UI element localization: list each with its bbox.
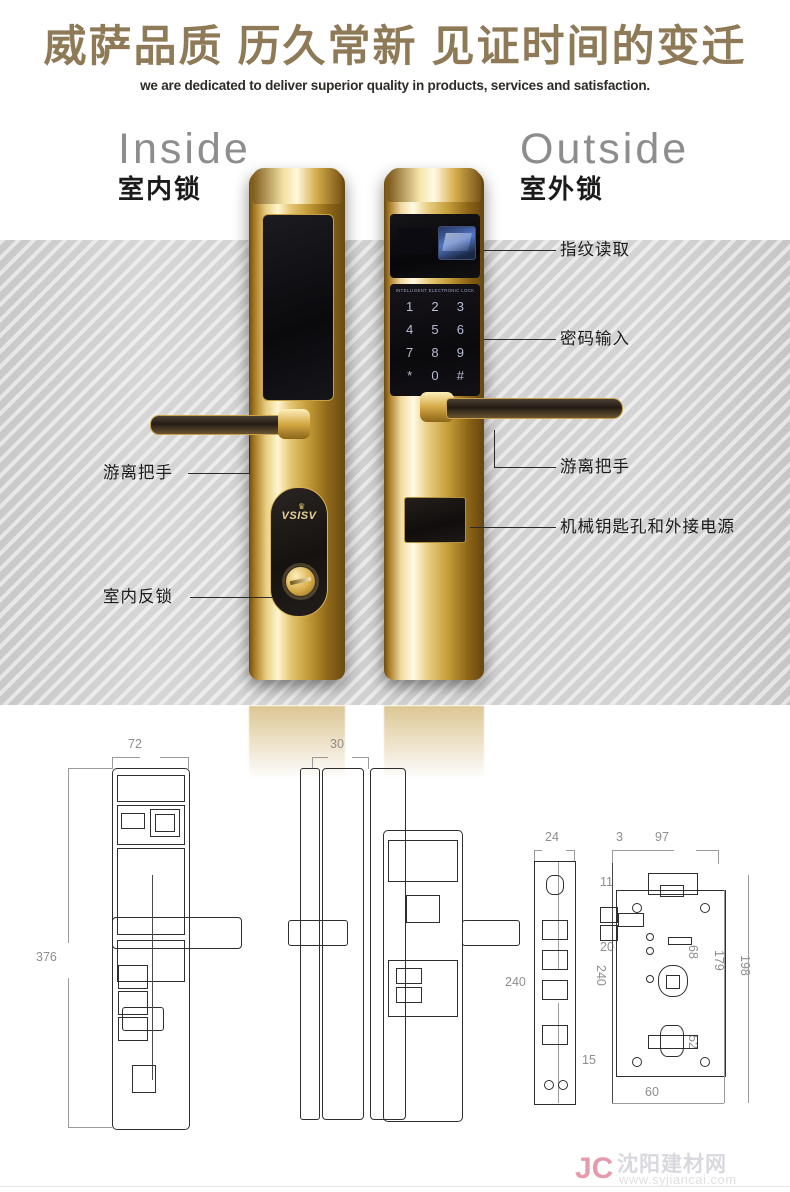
front-view-keypad: [117, 848, 185, 935]
dim-offset-3: 3: [616, 830, 623, 844]
section-label-outside-en: Outside: [520, 125, 690, 173]
key-9[interactable]: 9: [456, 345, 464, 360]
leader-line-keyhole: [470, 527, 556, 528]
page-title: 威萨品质 历久常新 见证时间的变迁: [43, 23, 747, 71]
key-3[interactable]: 3: [456, 299, 464, 314]
page-subtitle: we are dedicated to deliver superior qua…: [140, 78, 650, 93]
callout-deadbolt: 室内反锁: [103, 588, 173, 606]
front-view-handle: [112, 917, 242, 949]
key-0[interactable]: 0: [431, 368, 439, 383]
outside-lock-top-cap: [387, 168, 481, 202]
crown-icon: ♛: [298, 502, 306, 511]
keypad-panel[interactable]: INTELLIGENT ELECTRONIC LOCK 1 2 3 4 5 6 …: [390, 284, 480, 396]
inside-lock-reflection: [249, 706, 345, 792]
inside-door-handle[interactable]: [150, 409, 310, 439]
mechanical-keyhole-cover[interactable]: [404, 497, 466, 543]
lock-body-outline: [616, 890, 726, 1077]
key-hash[interactable]: #: [456, 368, 464, 383]
page-header: 威萨品质 历久常新 见证时间的变迁 we are dedicated to de…: [0, 0, 790, 115]
dim-faceplate-height: 240: [505, 975, 526, 989]
dim-body-height: 240: [594, 965, 608, 986]
front-view-fingerprint: [150, 809, 180, 837]
site-watermark: JC 沈阳建材网 www.syjiancai.com: [575, 1148, 775, 1192]
dim-11: 11: [600, 875, 613, 889]
dim-body-width: 97: [655, 830, 669, 844]
leader-line-fingerprint: [484, 250, 556, 251]
key-8[interactable]: 8: [431, 345, 439, 360]
leader-line-password: [484, 339, 556, 340]
dim-20: 20: [600, 940, 614, 954]
keypad-grid[interactable]: 1 2 3 4 5 6 7 8 9 * 0 #: [397, 298, 473, 385]
dim-front-width: 72: [128, 737, 142, 751]
leader-line-handle-right-vertical: [494, 430, 495, 468]
callout-password: 密码输入: [560, 330, 630, 348]
dim-panel-thickness: 30: [330, 737, 344, 751]
keypad-title: INTELLIGENT ELECTRONIC LOCK: [395, 287, 475, 294]
key-star[interactable]: *: [407, 368, 413, 383]
callout-keyhole-power: 机械钥匙孔和外接电源: [560, 518, 735, 536]
section-label-inside-en: Inside: [118, 125, 251, 173]
key-7[interactable]: 7: [406, 345, 414, 360]
front-view-outline: [112, 768, 190, 1130]
dim-198: 198: [738, 955, 752, 976]
back-view-outline: [383, 830, 463, 1122]
dim-faceplate-width: 24: [545, 830, 559, 844]
indoor-deadbolt-knob[interactable]: [285, 566, 316, 597]
fingerprint-sensor-icon[interactable]: [438, 226, 476, 260]
key-5[interactable]: 5: [431, 322, 439, 337]
key-1[interactable]: 1: [406, 299, 414, 314]
side-view-panel: [322, 768, 364, 1120]
front-view-display: [121, 813, 145, 829]
dim-60: 60: [645, 1085, 659, 1099]
outside-lock-reflection: [384, 706, 484, 792]
fingerprint-module: [390, 214, 480, 278]
mini-display: [398, 228, 432, 254]
inside-lock-logo-plate: ♛ VSISV: [270, 487, 328, 617]
key-6[interactable]: 6: [456, 322, 464, 337]
callout-fingerprint: 指纹读取: [560, 241, 630, 259]
section-label-inside: Inside 室内锁: [118, 128, 251, 204]
dim-15: 15: [582, 1053, 596, 1067]
watermark-site-url: www.syjiancai.com: [619, 1172, 737, 1187]
callout-handle-left: 游离把手: [103, 464, 173, 482]
side-view-thin: [300, 768, 320, 1120]
watermark-logo-icon: JC: [575, 1152, 614, 1185]
key-4[interactable]: 4: [406, 322, 414, 337]
outside-door-handle[interactable]: [420, 390, 623, 424]
watermark-site-name: 沈阳建材网: [617, 1153, 727, 1176]
outside-handle-bar: [446, 398, 623, 419]
faceplate-outline: [534, 861, 576, 1105]
leader-line-handle-right: [494, 467, 556, 468]
inside-handle-hub: [278, 409, 310, 439]
lock-body-cylinder: [658, 965, 688, 997]
inside-lock-display: [262, 214, 334, 401]
section-label-outside: Outside 室外锁: [520, 128, 689, 204]
leader-line-handle-left-vertical: [249, 436, 250, 474]
section-label-outside-cn: 室外锁: [520, 174, 605, 204]
technical-drawings: 72 376 30: [0, 735, 790, 1135]
leader-line-deadbolt: [190, 597, 274, 598]
key-2[interactable]: 2: [431, 299, 439, 314]
brand-logo-inside: VSISV: [281, 510, 317, 522]
footer-divider: [0, 1186, 790, 1187]
callout-handle-right: 游离把手: [560, 458, 630, 476]
dim-front-height: 376: [36, 950, 57, 964]
section-label-inside-cn: 室内锁: [118, 174, 203, 204]
leader-line-handle-left: [188, 473, 250, 474]
inside-lock-top-cap: [252, 168, 342, 204]
side-view-panel-2: [370, 768, 406, 1120]
